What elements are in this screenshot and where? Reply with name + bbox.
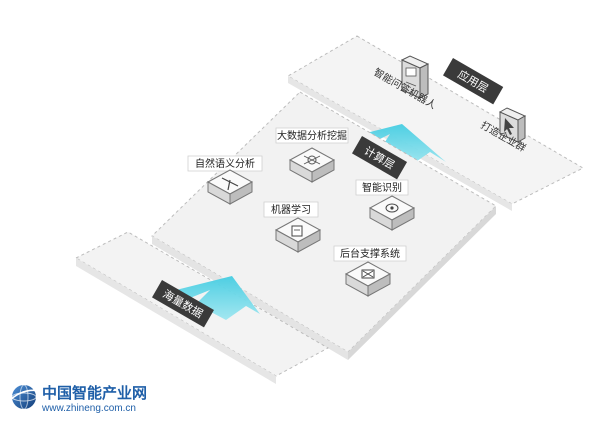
- module-backend[interactable]: 后台支撑系统: [333, 245, 407, 297]
- module-backend-label: 后台支撑系统: [340, 247, 400, 260]
- data-to-compute-arrow: [176, 276, 260, 320]
- recognition-icon: [368, 195, 416, 231]
- module-recognition-label: 智能识别: [362, 181, 402, 194]
- module-big-data-label: 大数据分析挖掘: [277, 129, 347, 142]
- document-icon: [274, 217, 322, 253]
- globe-icon: [7, 384, 45, 410]
- logo-title: 中国智能产业网: [42, 384, 147, 402]
- network-analysis-icon: [288, 147, 336, 183]
- text-analysis-icon: [206, 169, 254, 205]
- module-recognition[interactable]: 智能识别: [355, 179, 416, 231]
- logo-url: www.zhineng.com.cn: [41, 403, 136, 414]
- robot-cabinet-icon: [400, 55, 430, 99]
- cursor-pointer-icon: [498, 107, 527, 143]
- gear-system-icon: [344, 261, 392, 297]
- module-ml-label: 机器学习: [271, 203, 311, 216]
- site-logo[interactable]: 中国智能产业网 www.zhineng.com.cn: [7, 384, 147, 414]
- module-nlp-label: 自然语义分析: [195, 157, 255, 170]
- module-big-data[interactable]: 大数据分析挖掘: [275, 127, 349, 183]
- module-nlp[interactable]: 自然语义分析: [187, 155, 263, 205]
- module-ml[interactable]: 机器学习: [263, 201, 322, 253]
